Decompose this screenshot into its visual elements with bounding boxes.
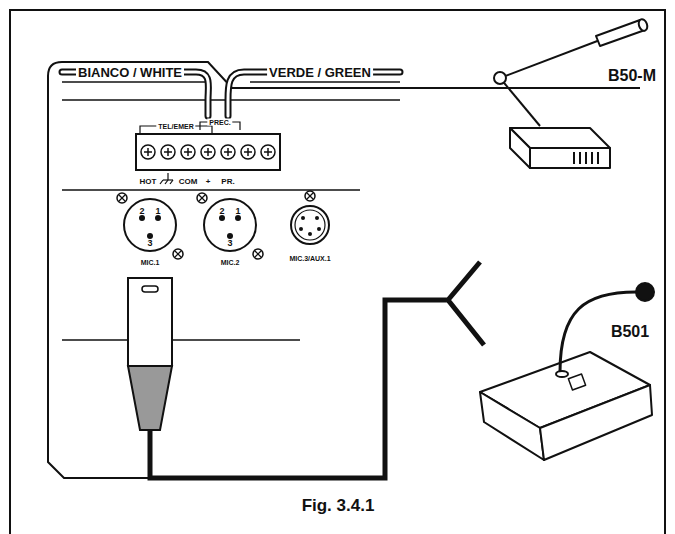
- pin-number: 2: [219, 207, 224, 216]
- terminal-label: +: [206, 178, 211, 186]
- xlr-socket: [124, 199, 176, 251]
- terminal-label: MIC.3/AUX.1: [289, 255, 330, 262]
- terminal-label: HOT: [140, 178, 157, 186]
- ground-symbol: [160, 173, 173, 184]
- terminal-label: VERDE / GREEN: [267, 66, 373, 79]
- white-wire: [62, 72, 208, 116]
- model-name: B501: [611, 324, 649, 340]
- pin-number: 3: [227, 239, 232, 248]
- pin-number: 1: [155, 207, 160, 216]
- terminal-label: MIC.2: [221, 259, 240, 266]
- xlr-socket: [204, 199, 256, 251]
- terminal-label: PREC.: [207, 119, 232, 126]
- figure-caption: Fig. 3.4.1: [302, 497, 375, 514]
- cable: [150, 262, 484, 478]
- terminal-label: TEL/EMER: [156, 123, 195, 130]
- pin-number: 3: [147, 239, 152, 248]
- pin-number: 2: [139, 207, 144, 216]
- din-socket: [291, 206, 329, 244]
- gooseneck-microphone: [480, 283, 654, 460]
- terminal-label: MIC.1: [141, 259, 160, 266]
- model-name: B50-M: [608, 68, 656, 84]
- terminal-label: BIANCO / WHITE: [76, 66, 184, 79]
- terminal-label: COM: [179, 178, 198, 186]
- xlr-plug: [128, 278, 172, 430]
- desk-microphone: [494, 18, 649, 168]
- frame: [10, 10, 665, 534]
- green-wire: [228, 72, 400, 116]
- pin-number: 1: [235, 207, 240, 216]
- terminal-label: PR.: [221, 178, 234, 186]
- terminal-strip: [136, 134, 280, 170]
